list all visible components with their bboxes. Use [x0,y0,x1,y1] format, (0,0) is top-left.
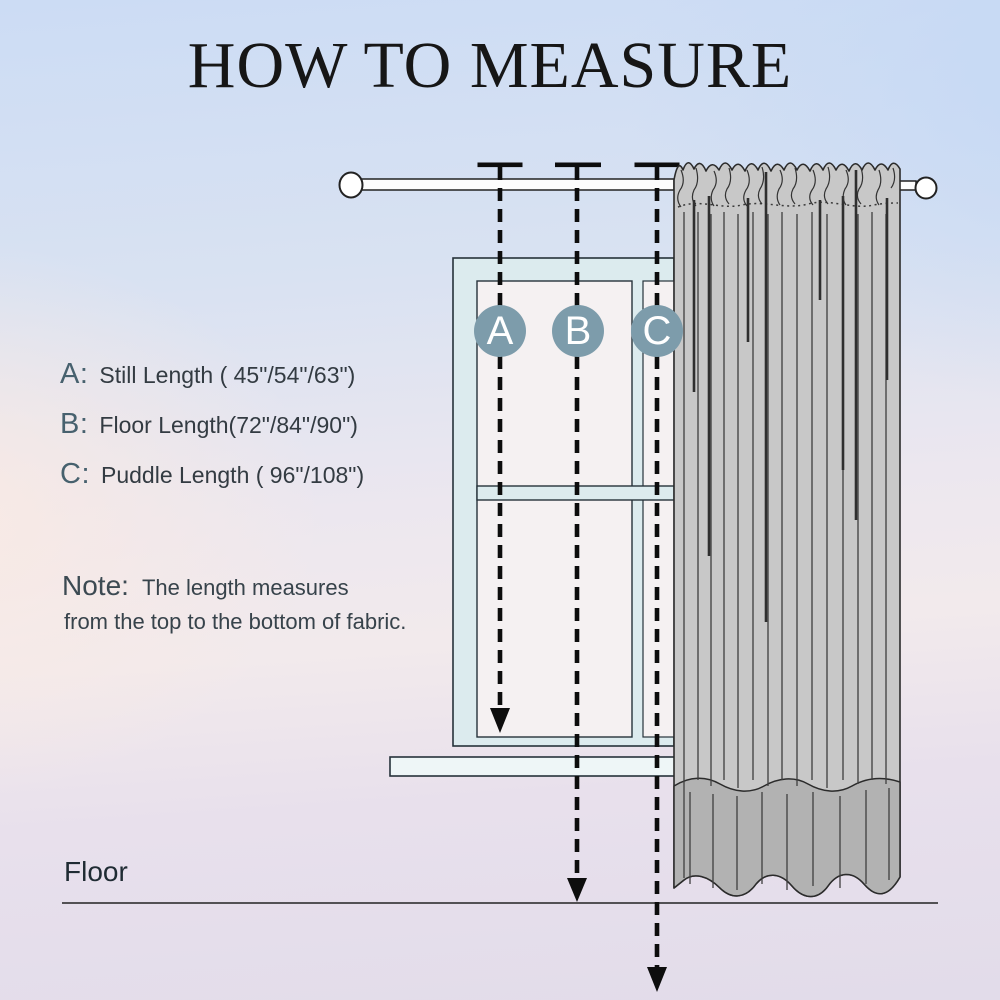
marker-letter: C [642,309,672,353]
measure-a-arrowhead [490,708,510,733]
rod-finial-right [914,176,938,200]
legend-label: Still Length ( 45"/54"/63") [99,362,356,388]
legend-label: Puddle Length ( 96"/108") [101,462,365,488]
rod-bar-left [359,178,675,191]
legend-item-c: C: Puddle Length ( 96"/108") [60,458,364,491]
legend-label: Floor Length(72"/84"/90") [99,412,358,438]
measure-b-arrowhead [567,878,587,902]
note: Note: The length measures [62,570,349,602]
rod-finial-left [338,171,364,199]
page-title: HOW TO MEASURE [187,29,793,102]
legend-key: A: [60,358,89,390]
measure-b-top-bar [555,162,601,168]
legend-key: C: [60,458,90,490]
legend-item-a: A: Still Length ( 45"/54"/63") [60,358,355,391]
measure-line-c [634,162,680,992]
curtain-fold-lines [683,212,890,890]
window-sill [389,756,677,777]
measure-a-top-bar [477,162,523,168]
curtain [673,161,901,898]
marker-badge-c: C [631,305,683,357]
note-text-line2: from the top to the bottom of fabric. [64,609,407,634]
curtain-fold-shadows [692,170,889,622]
curtain-stitch-line [677,201,899,208]
note-prefix: Note: [62,570,129,601]
note-text-line1: The length measures [141,575,349,600]
measure-line-a [477,162,523,733]
marker-letter: B [564,309,592,353]
legend-item-b: B: Floor Length(72"/84"/90") [60,408,358,441]
measure-c-arrowhead [647,967,667,992]
marker-badge-a: A [474,305,526,357]
floor-label: Floor [64,856,128,887]
window-pane [476,280,633,738]
legend-key: B: [60,408,89,440]
marker-letter: A [486,309,514,353]
marker-badge-b: B [552,305,604,357]
measure-c-top-bar [634,162,680,168]
measure-line-b [555,162,601,902]
curtain-ruffle-strokes [677,166,896,208]
